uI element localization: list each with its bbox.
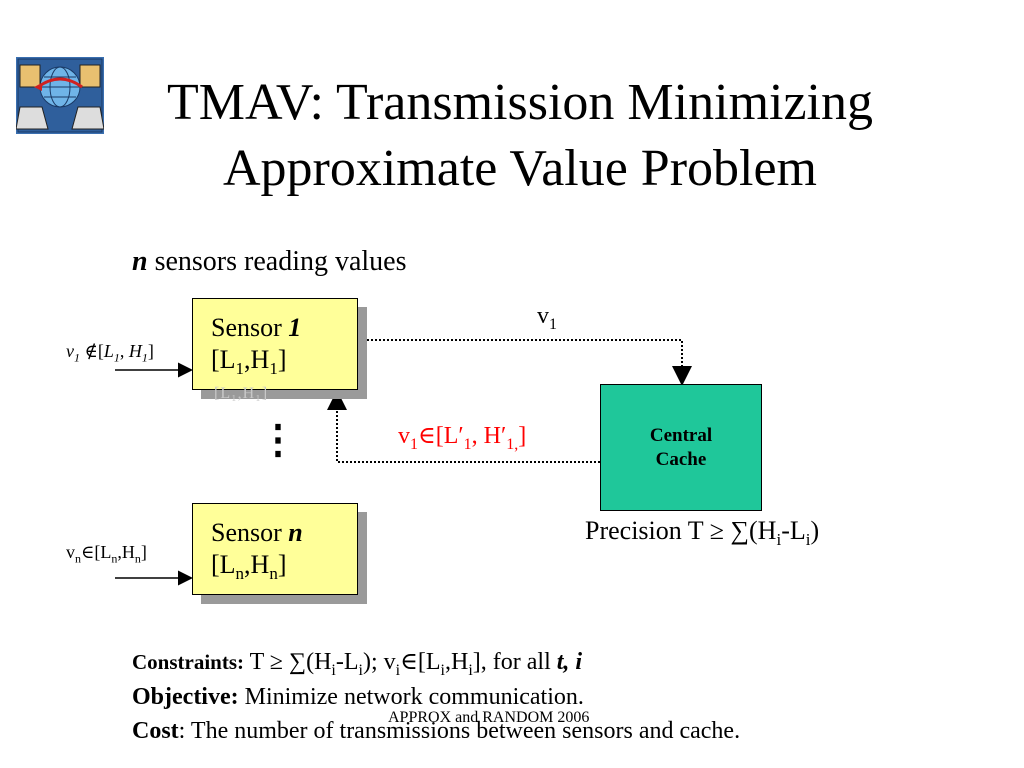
sensor-1-box: Sensor 1 [L1,H1]: [192, 298, 358, 390]
subtitle-variable: n: [132, 246, 148, 277]
sensor1-input-label: v1 ∉[L1, H1]: [66, 341, 154, 365]
sensorn-input-label: vn∈[Ln,Hn]: [66, 542, 147, 566]
network-globe-logo-icon: [15, 57, 105, 134]
sensorn-range: [Ln,Hn]: [211, 550, 287, 584]
title-line-1: TMAV: Transmission Minimizing: [167, 74, 873, 131]
sensor1-index: 1: [288, 313, 302, 342]
precision-label: Precision T ≥ ∑(Hi-Li): [585, 516, 820, 550]
sensorn-label: Sensor: [211, 518, 289, 547]
cache-line-1: Central: [649, 424, 713, 446]
cost-line: Cost: The number of transmissions betwee…: [132, 718, 741, 744]
ellipsis-dots: ⋮: [258, 417, 298, 462]
sensorn-index: n: [288, 518, 303, 547]
slide-title: TMAV: Transmission Minimizing Approximat…: [110, 70, 930, 202]
cache-line-2: Cache: [655, 448, 707, 470]
subtitle: n sensors reading values: [132, 246, 407, 278]
subtitle-text: sensors reading values: [147, 246, 407, 277]
new-range-label: v1∈[L′1, H′1,]: [398, 423, 527, 453]
objective-line: Objective: Minimize network communicatio…: [132, 684, 584, 710]
cache-to-sensor1-link: [327, 390, 600, 463]
sensor1-shadow-range: [L₁,H₁]: [214, 385, 269, 402]
sensor1-to-cache-link: [359, 339, 692, 386]
sensor1-label: Sensor: [211, 313, 289, 342]
sensor-n-box: Sensor n [Ln,Hn]: [192, 503, 358, 595]
constraints-line: Constraints: T ≥ ∑(Hi-Li); vi∈[Li,Hi], f…: [132, 649, 583, 679]
title-line-2: Approximate Value Problem: [222, 140, 818, 197]
footer-text: APPROX and RANDOM 2006: [388, 709, 590, 726]
sensor1-range: [L1,H1]: [211, 345, 287, 379]
v1-transmission-label: v1: [537, 303, 557, 333]
